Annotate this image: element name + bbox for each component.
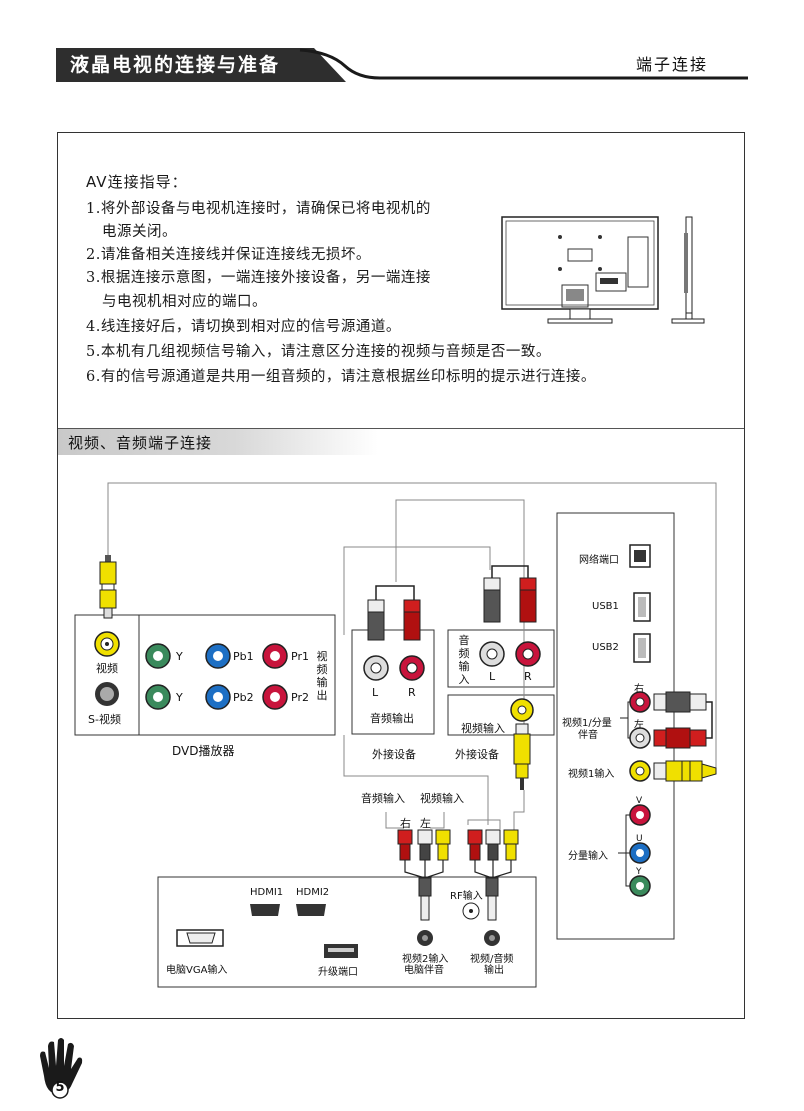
av-guide-item: 5.本机有几组视频信号输入，请注意区分连接的视频与音频是否一致。 [86, 344, 551, 360]
dvd-pb2-label: Pb2 [233, 691, 254, 704]
dvd-y2-label: Y [176, 691, 183, 704]
tv-left-label: 左 [634, 720, 644, 731]
header-section-title: 液晶电视的连接与准备 [70, 54, 281, 76]
dvd-pr1-label: Pr1 [291, 650, 309, 663]
tv-v-label: V [636, 796, 643, 806]
ext2-r-label: R [524, 670, 532, 683]
dvd-y1-label: Y [176, 650, 183, 663]
header-bar-shape [56, 48, 346, 82]
header-bar [56, 48, 356, 82]
tv-audio-label: 伴音 [578, 730, 598, 741]
tv-component-in-label: 分量输入 [568, 851, 608, 862]
tv-y-label: Y [636, 867, 642, 877]
ext2-video-in-label: 视频输入 [461, 722, 505, 735]
tv-u-label: U [636, 834, 643, 844]
tv-av-out-label-2: 输出 [484, 965, 504, 976]
char: 输 [316, 676, 328, 689]
char: 视 [316, 650, 328, 663]
ext1-r-label: R [408, 686, 416, 699]
char: 输 [458, 660, 470, 673]
char: 音 [458, 634, 470, 647]
hand-icon [40, 1038, 83, 1099]
tv-usb1-label: USB1 [592, 601, 619, 612]
section-title: 视频、音频端子连接 [68, 434, 213, 452]
dvd-pb1-label: Pb1 [233, 650, 254, 663]
tv-hdmi1-label: HDMI1 [250, 887, 284, 898]
tv-upgrade-label: 升级端口 [318, 967, 358, 978]
char: 入 [458, 673, 470, 686]
tv-usb2-label: USB2 [592, 642, 619, 653]
ext1-audio-out-label: 音频输出 [370, 712, 414, 725]
av-guide-item: 1.将外部设备与电视机连接时，请确保已将电视机的 [86, 201, 431, 217]
page-number: 5 [55, 1080, 65, 1095]
dvd-name: DVD播放器 [172, 744, 235, 758]
char: 频 [316, 663, 328, 676]
tv-vga-in-label: 电脑VGA输入 [166, 965, 228, 976]
dvd-pr2-label: Pr2 [291, 691, 309, 704]
char: 出 [316, 689, 328, 702]
header-lines [299, 48, 748, 80]
dvd-svideo-label: S-视频 [88, 713, 121, 726]
ext1-name: 外接设备 [372, 748, 416, 761]
tv-video1-comp-label: 视频1/分量 [562, 718, 612, 729]
tv-rear-illustration [501, 216, 705, 324]
dvd-video-label: 视频 [96, 662, 118, 675]
ext2-l-label: L [489, 670, 496, 683]
av-guide-title: AV连接指导： [86, 173, 188, 191]
av-guide-item: 2.请准备相关连接线并保证连接线无损坏。 [86, 247, 371, 263]
section-bar [58, 429, 378, 455]
av-guide-item: 4.线连接好后，请切换到相对应的信号源通道。 [86, 319, 401, 335]
content-box [57, 132, 745, 1019]
av-guide-item: 3.根据连接示意图，一端连接外接设备，另一端连接 [86, 270, 431, 286]
tv-video2-in-label: 视频2输入 [402, 954, 449, 965]
tv-hdmi2-label: HDMI2 [296, 887, 330, 898]
cable-right-label: 右 [400, 817, 411, 830]
tv-right-label: 右 [634, 684, 644, 695]
cable-video-in-label: 视频输入 [420, 792, 464, 805]
av-guide-item: 与电视机相对应的端口。 [102, 294, 267, 310]
tv-video1-in-label: 视频1输入 [568, 769, 615, 780]
tv-rf-in-label: RF输入 [450, 891, 483, 902]
ext1-l-label: L [372, 686, 379, 699]
cable-audio-in-label: 音频输入 [361, 792, 405, 805]
av-guide-item: 6.有的信号源通道是共用一组音频的，请注意根据丝印标明的提示进行连接。 [86, 369, 596, 385]
section-divider [58, 428, 744, 429]
tv-network-label: 网络端口 [579, 555, 619, 566]
av-guide-item: 电源关闭。 [102, 224, 177, 240]
dvd-video-out-label: 视 频 输 出 [316, 650, 328, 702]
tv-av-out-label-1: 视频/音频 [470, 954, 514, 965]
tv-pc-audio-label: 电脑伴音 [404, 965, 444, 976]
cable-left-label: 左 [420, 817, 431, 830]
ext2-audio-in-label: 音 频 输 入 [458, 634, 470, 686]
ext2-name: 外接设备 [455, 748, 499, 761]
header-right-title: 端子连接 [635, 55, 708, 74]
char: 频 [458, 647, 470, 660]
